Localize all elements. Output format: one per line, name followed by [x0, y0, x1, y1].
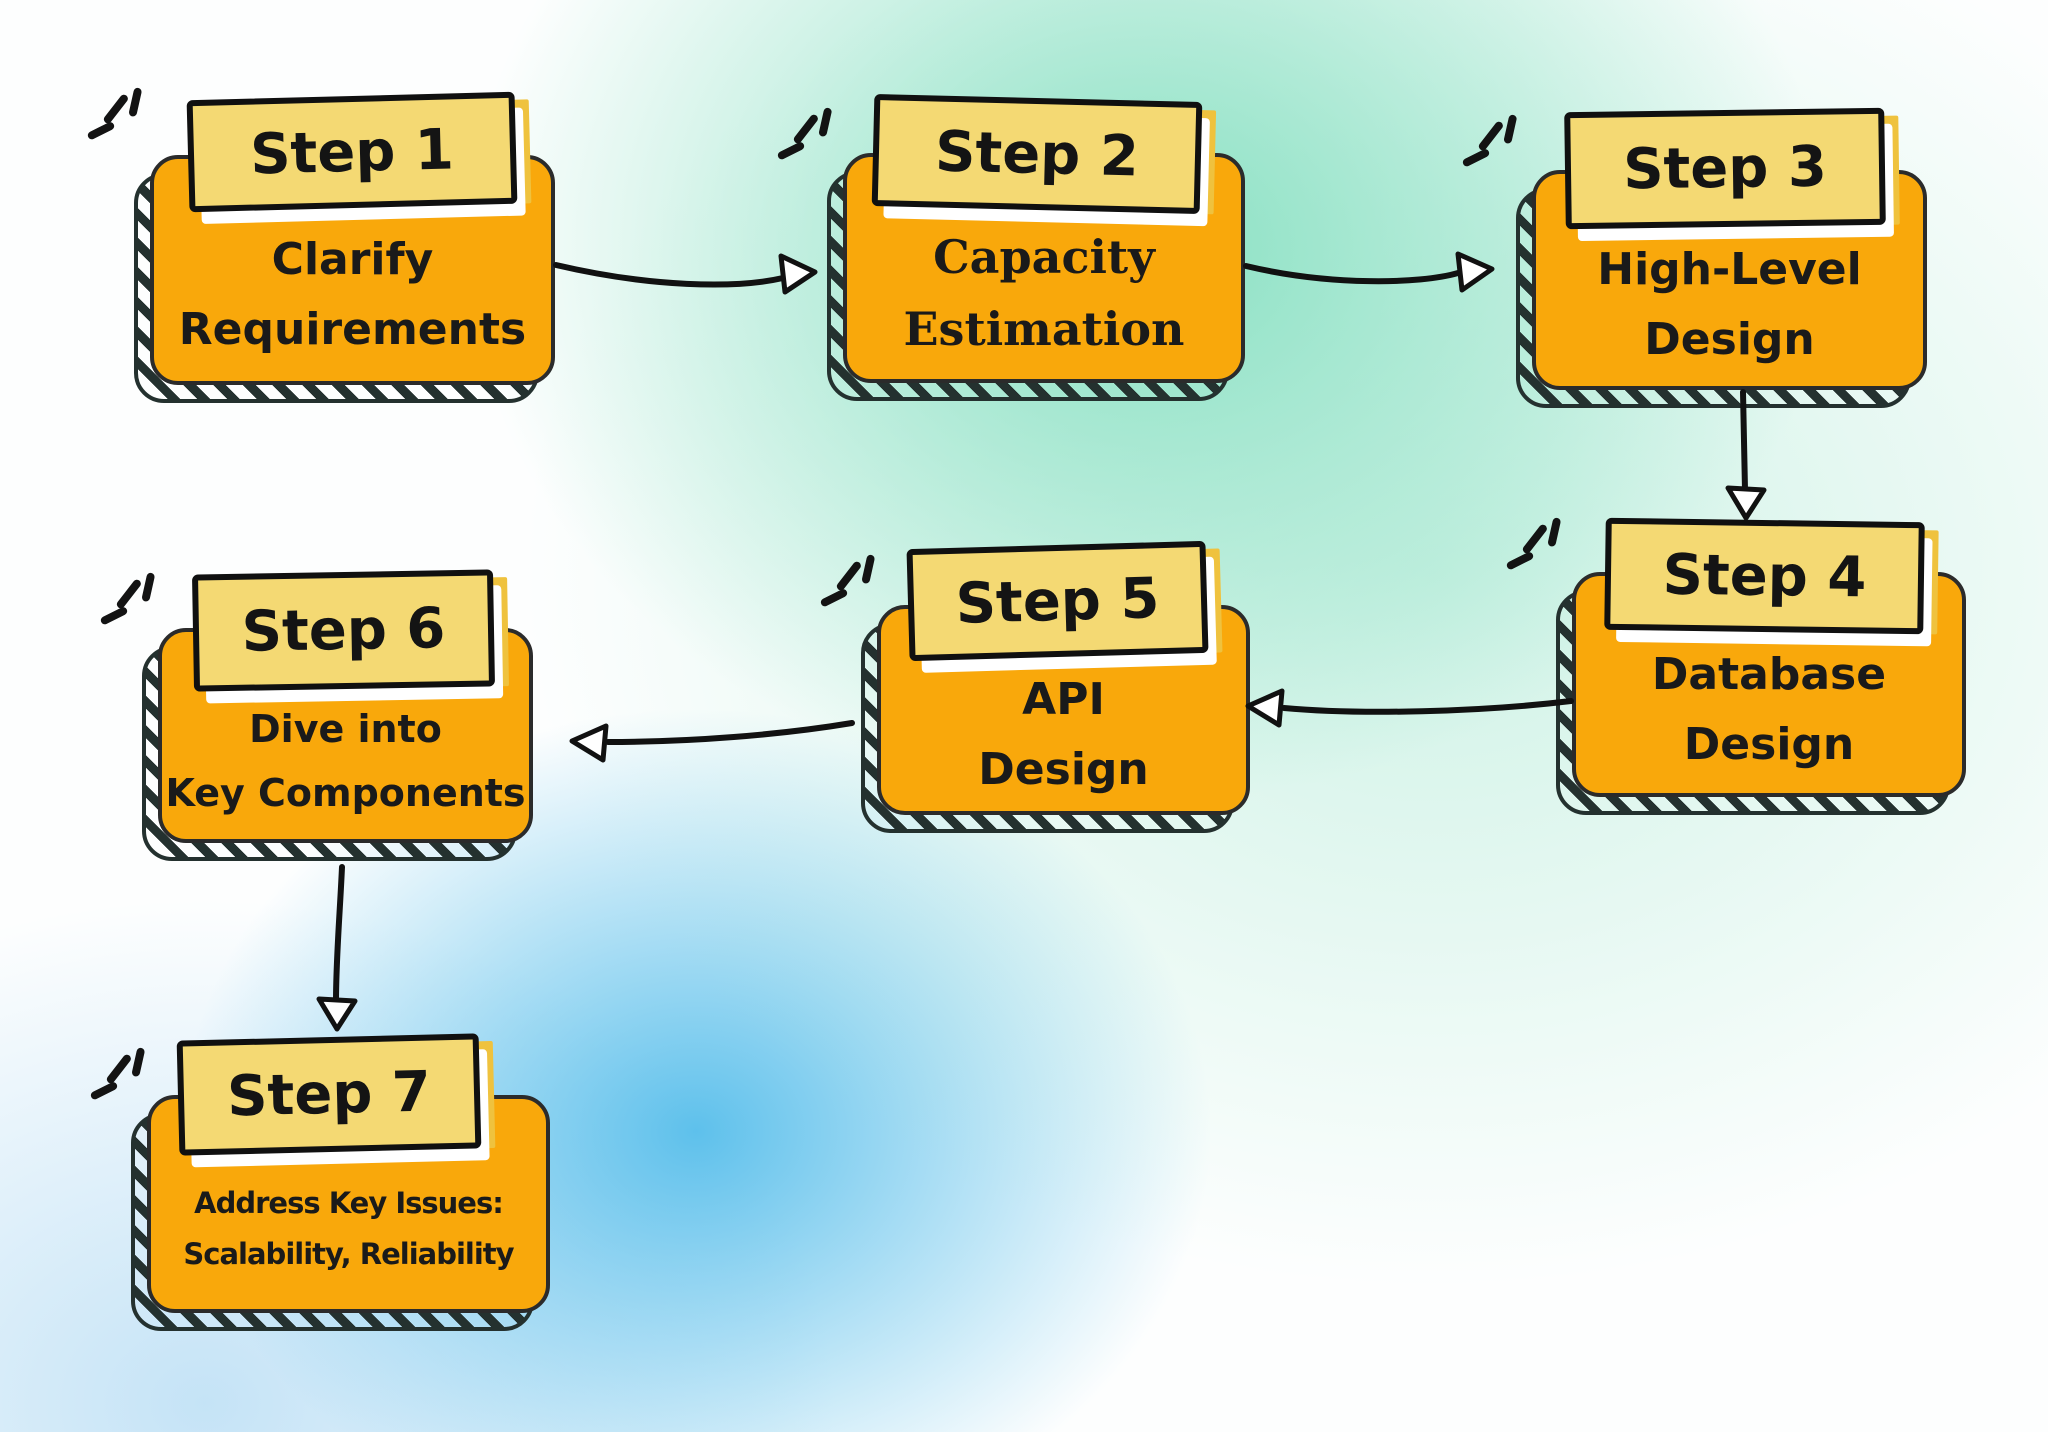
sparkle-icon	[90, 1047, 145, 1100]
step-label: Step 3	[1622, 134, 1828, 203]
card-text: High-Level Design	[1536, 232, 1923, 378]
arrow-step1-to-step2-icon	[553, 253, 818, 295]
step-title-line: Key Components	[165, 770, 526, 815]
step-title-line: Database	[1651, 648, 1887, 700]
card-text: Capacity Estimation	[847, 215, 1241, 371]
step-3-banner: Step 3	[1564, 107, 1886, 230]
card-text: Dive into Key Components	[162, 690, 529, 831]
sparkle-icon	[1462, 114, 1517, 167]
card-text: API Design	[881, 667, 1246, 803]
step-1-banner: Step 1	[186, 91, 518, 213]
arrow-step6-to-step7-icon	[316, 864, 358, 1032]
step-6-card: Dive into Key Components Step 6	[100, 569, 533, 861]
sparkle-icon	[87, 87, 142, 140]
sparkle-icon	[777, 107, 832, 160]
step-2-banner: Step 2	[871, 94, 1203, 214]
step-4-card: Database Design Step 4	[1506, 517, 1966, 815]
step-label: Step 6	[241, 596, 446, 665]
step-title-line: Estimation	[903, 302, 1185, 356]
step-label: Step 5	[954, 565, 1161, 637]
step-7-card: Address Key Issues: Scalability, Reliabi…	[90, 1033, 550, 1331]
step-title-line: Requirements	[178, 304, 527, 355]
step-title-line: Design	[1644, 314, 1815, 365]
step-title-line: Design	[978, 744, 1149, 795]
step-5-banner: Step 5	[906, 540, 1209, 662]
step-7-banner: Step 7	[176, 1033, 482, 1156]
sparkle-icon	[820, 554, 875, 607]
step-label: Step 4	[1662, 542, 1867, 610]
step-6-banner: Step 6	[192, 569, 495, 692]
step-5-card: API Design Step 5	[820, 540, 1250, 833]
sparkle-icon	[100, 572, 155, 625]
step-1-card: Clarify Requirements Step 1	[87, 87, 555, 403]
step-title-line: Dive into	[249, 706, 442, 751]
step-title-line: Scalability, Reliability	[183, 1237, 514, 1271]
arrow-step5-to-step6-icon	[569, 720, 855, 763]
card-text: Database Design	[1576, 634, 1962, 785]
step-label: Step 2	[934, 119, 1140, 189]
step-title-line: API	[1022, 674, 1105, 725]
step-title-line: High-Level	[1597, 244, 1862, 295]
card-text: Clarify Requirements	[154, 217, 551, 373]
step-title-line: Capacity	[933, 230, 1155, 284]
arrow-step2-to-step3-icon	[1243, 251, 1495, 293]
step-label: Step 1	[249, 116, 455, 188]
sparkle-icon	[1506, 517, 1561, 570]
arrow-step4-to-step5-icon	[1245, 688, 1574, 728]
step-title-line: Address Key Issues:	[194, 1186, 504, 1220]
step-label: Step 7	[226, 1059, 432, 1130]
step-2-card: Capacity Estimation Step 2	[777, 94, 1245, 401]
step-4-banner: Step 4	[1604, 517, 1925, 635]
card-text: Address Key Issues: Scalability, Reliabi…	[151, 1157, 546, 1301]
step-3-card: High-Level Design Step 3	[1462, 107, 1927, 408]
step-title-line: Clarify	[271, 234, 434, 285]
arrow-step3-to-step4-icon	[1725, 389, 1767, 521]
step-title-line: Design	[1683, 718, 1855, 770]
